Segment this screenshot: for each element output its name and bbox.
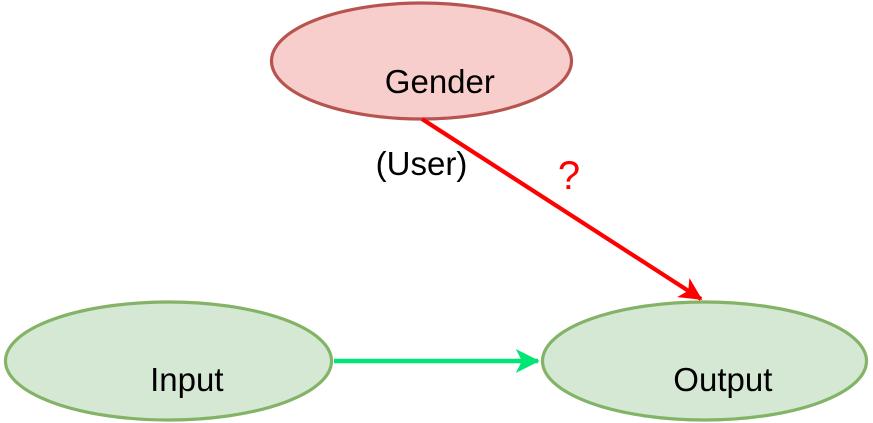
node-input-ellipse[interactable] — [3, 300, 334, 422]
node-output-ellipse[interactable] — [540, 300, 869, 422]
edge-gender-to-output[interactable] — [420, 117, 703, 301]
node-gender-ellipse[interactable] — [269, 1, 574, 121]
